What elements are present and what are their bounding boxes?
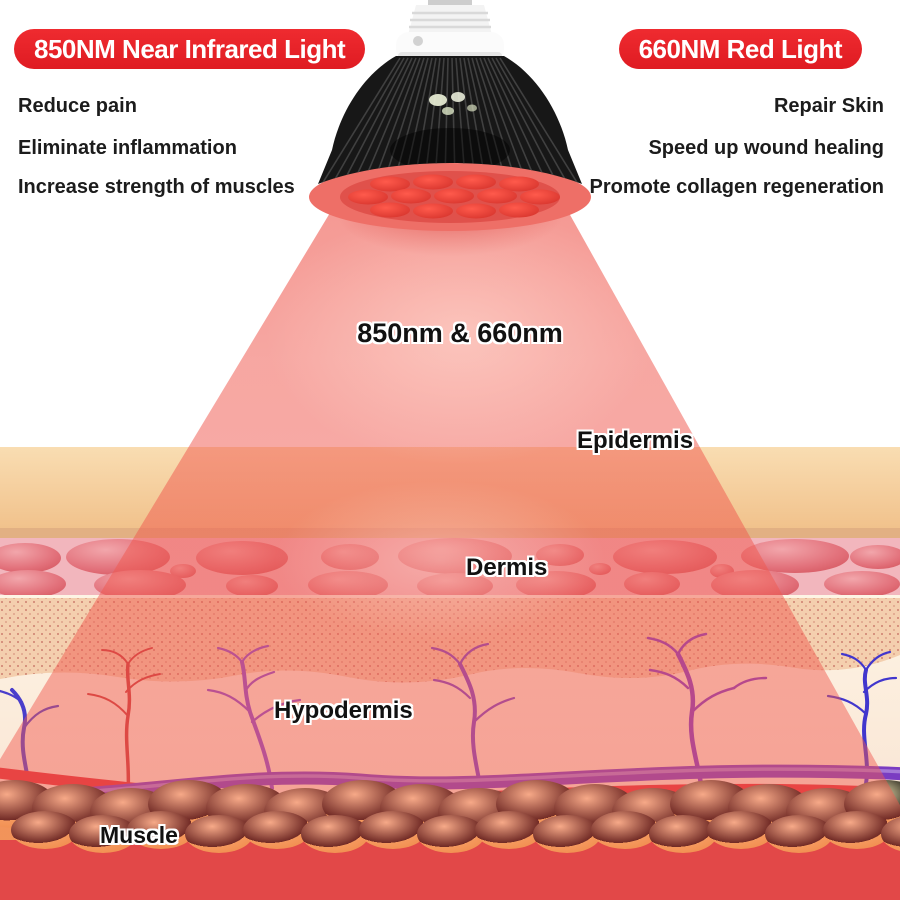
inner-led-glints [390,92,510,172]
screw-cap [428,0,472,7]
label-hypodermis: Hypodermis [274,697,413,724]
label-dermis: Dermis [466,554,548,581]
heatsink-fins [321,57,579,184]
heatsink-bell [318,56,582,184]
beam-wavelength-label: 850nm & 660nm [357,318,563,348]
benefit-collagen: Promote collagen regeneration [589,176,884,198]
benefit-eliminate-inflammation: Eliminate inflammation [18,137,237,159]
badge-850nm: 850NM Near Infrared Light [14,29,366,69]
label-epidermis: Epidermis [577,427,694,454]
benefit-increase-strength: Increase strength of muscles [18,176,295,198]
benefit-wound-healing: Speed up wound healing [648,137,884,159]
benefit-reduce-pain: Reduce pain [18,95,137,117]
benefit-repair-skin: Repair Skin [773,95,884,117]
badge-660nm: 660NM Red Light [618,29,862,69]
label-muscle: Muscle [100,822,178,848]
